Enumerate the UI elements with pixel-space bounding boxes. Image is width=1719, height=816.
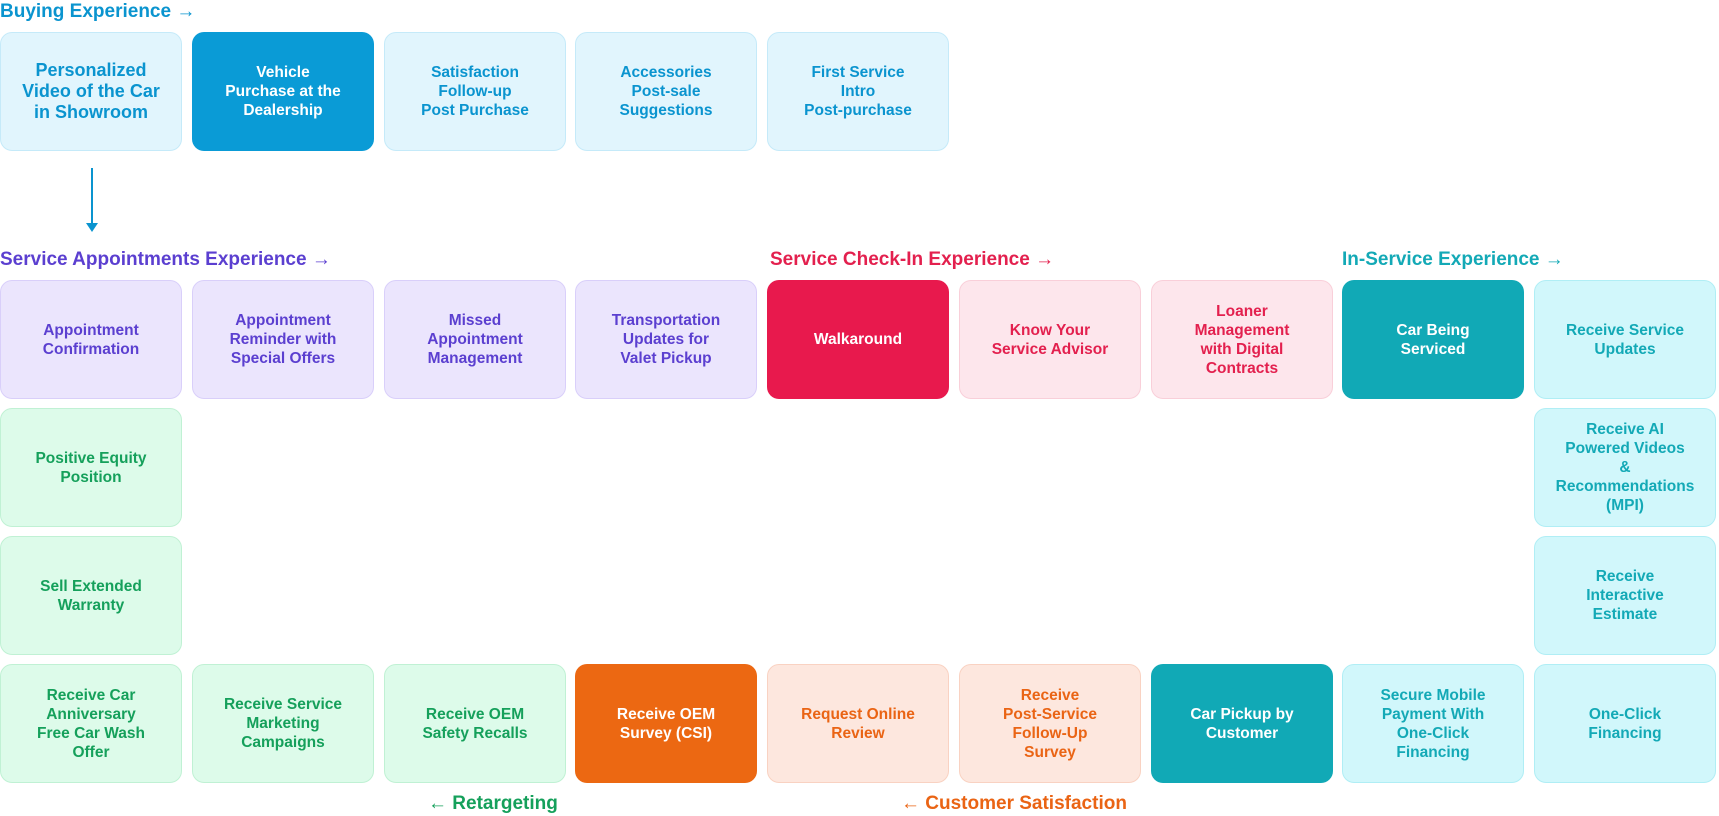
card-know-your-advisor: Know Your Service Advisor — [959, 280, 1141, 399]
card-service-marketing: Receive Service Marketing Campaigns — [192, 664, 374, 783]
card-request-review: Request Online Review — [767, 664, 949, 783]
card-one-click-financing: One-Click Financing — [1534, 664, 1716, 783]
card-first-service-intro: First Service Intro Post-purchase — [767, 32, 949, 151]
card-ai-videos: Receive AI Powered Videos & Recommendati… — [1534, 408, 1716, 527]
card-car-anniversary: Receive Car Anniversary Free Car Wash Of… — [0, 664, 182, 783]
service-appointments-experience-title: Service Appointments Experience → — [0, 249, 331, 270]
card-appointment-reminder: Appointment Reminder with Special Offers — [192, 280, 374, 399]
service-checkin-experience-title: Service Check-In Experience → — [770, 249, 1055, 270]
card-missed-appointment: Missed Appointment Management — [384, 280, 566, 399]
card-car-pickup: Car Pickup by Customer — [1151, 664, 1333, 783]
card-oem-survey: Receive OEM Survey (CSI) — [575, 664, 757, 783]
card-positive-equity: Positive Equity Position — [0, 408, 182, 527]
card-walkaround: Walkaround — [767, 280, 949, 399]
card-oem-recalls: Receive OEM Safety Recalls — [384, 664, 566, 783]
customer-satisfaction-title: ← Customer Satisfaction — [901, 793, 1127, 814]
card-sell-warranty: Sell Extended Warranty — [0, 536, 182, 655]
card-satisfaction-followup: Satisfaction Follow-up Post Purchase — [384, 32, 566, 151]
card-loaner-management: Loaner Management with Digital Contracts — [1151, 280, 1333, 399]
card-appointment-confirmation: Appointment Confirmation — [0, 280, 182, 399]
card-vehicle-purchase: Vehicle Purchase at the Dealership — [192, 32, 374, 151]
down-arrow-icon — [86, 168, 98, 232]
card-personalized-video: Personalized Video of the Car in Showroo… — [0, 32, 182, 151]
card-accessories-suggestions: Accessories Post-sale Suggestions — [575, 32, 757, 151]
buying-experience-title: Buying Experience → — [0, 1, 196, 22]
card-secure-mobile-payment: Secure Mobile Payment With One-Click Fin… — [1342, 664, 1524, 783]
card-post-service-survey: Receive Post-Service Follow-Up Survey — [959, 664, 1141, 783]
card-receive-service-updates: Receive Service Updates — [1534, 280, 1716, 399]
card-interactive-estimate: Receive Interactive Estimate — [1534, 536, 1716, 655]
card-transportation-updates: Transportation Updates for Valet Pickup — [575, 280, 757, 399]
retargeting-title: ← Retargeting — [428, 793, 558, 814]
card-car-being-serviced: Car Being Serviced — [1342, 280, 1524, 399]
in-service-experience-title: In-Service Experience → — [1342, 249, 1564, 270]
